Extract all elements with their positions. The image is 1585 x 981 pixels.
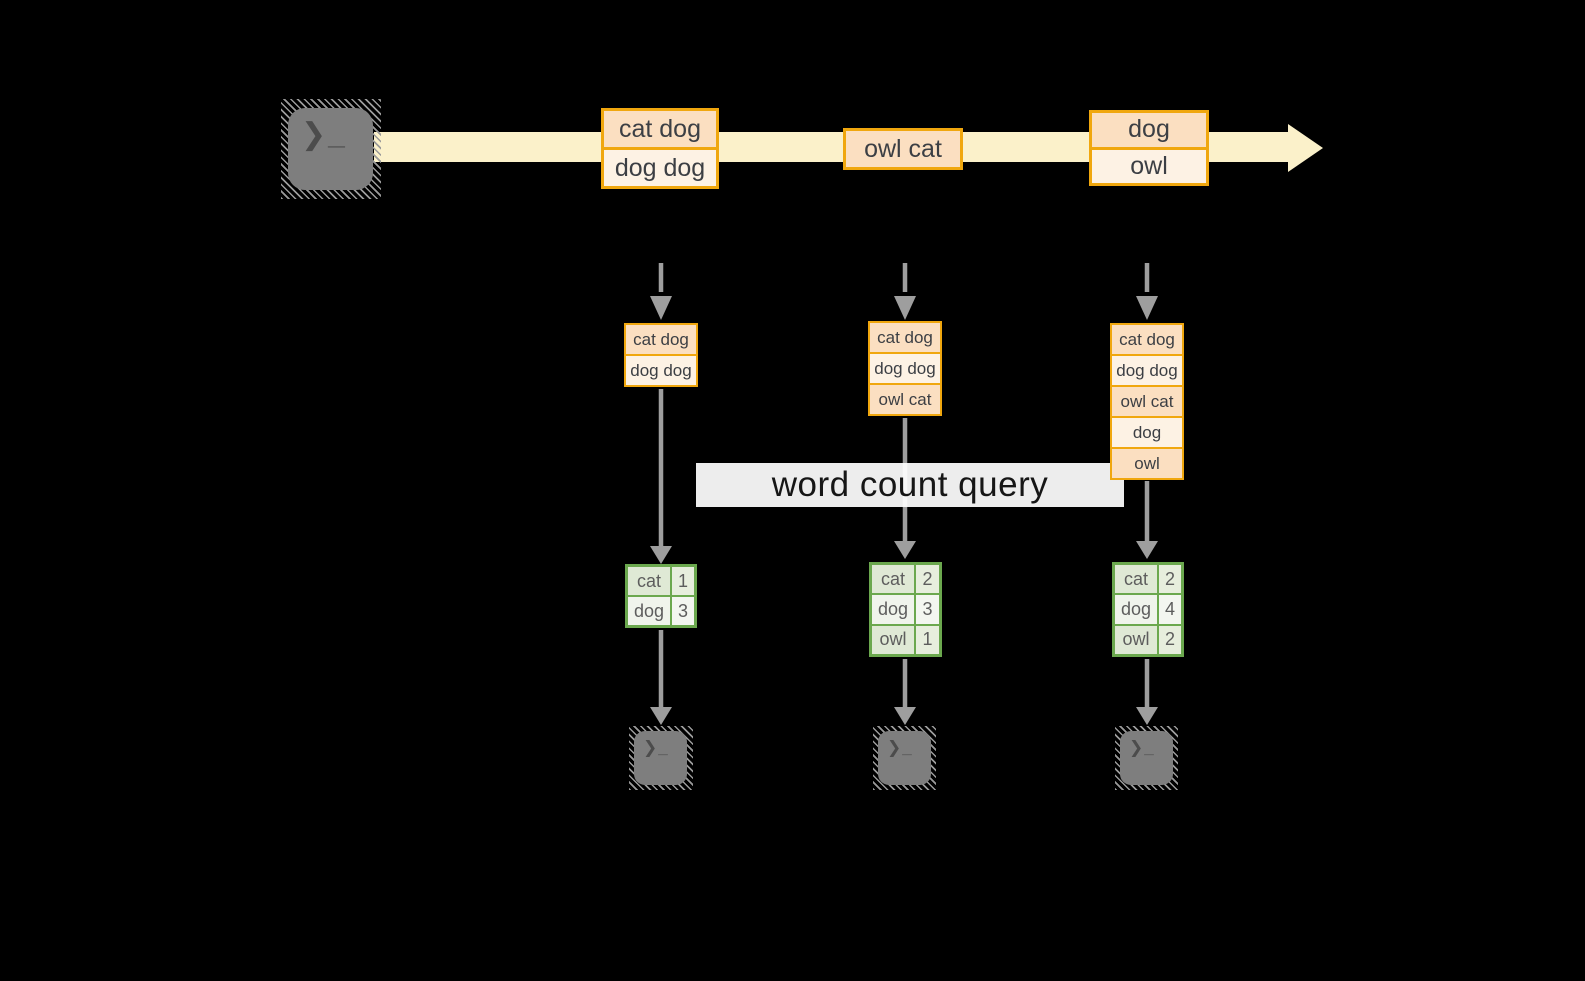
count-word: dog — [1115, 595, 1157, 624]
dashed-arrow-column-1 — [650, 263, 672, 320]
state-row: dog dog — [626, 354, 696, 385]
output-terminal-icon-2: ❯_ — [873, 726, 936, 790]
batch-record: dog — [1092, 113, 1206, 147]
count-word: dog — [872, 595, 914, 624]
dashed-arrow-column-3 — [1136, 263, 1158, 320]
stream-arrowhead-icon — [1288, 124, 1323, 172]
query-arrow-column-3 — [1136, 481, 1158, 559]
state-row: dog dog — [870, 352, 940, 383]
query-label: word count query — [696, 463, 1124, 507]
query-arrow-column-1 — [650, 389, 672, 564]
state-row: cat dog — [870, 323, 940, 352]
state-row: cat dog — [626, 325, 696, 354]
count-word: cat — [872, 565, 914, 594]
count-row: owl 1 — [872, 625, 939, 654]
count-value: 2 — [1159, 625, 1181, 654]
count-value: 4 — [1159, 595, 1181, 624]
count-table-2: cat 2 dog 3 owl 1 — [869, 562, 942, 657]
stream-batch-2: owl cat — [843, 128, 963, 170]
state-box-3: cat dog dog dog owl cat dog owl — [1110, 323, 1184, 480]
count-row: cat 2 — [1115, 565, 1181, 594]
output-arrow-column-1 — [650, 630, 672, 725]
batch-record: cat dog — [604, 111, 716, 147]
terminal-screen: ❯_ — [288, 108, 373, 190]
output-terminal-icon-3: ❯_ — [1115, 726, 1178, 790]
count-value: 1 — [916, 625, 939, 654]
state-row: dog dog — [1112, 354, 1182, 385]
count-value: 3 — [672, 597, 694, 625]
count-value: 2 — [1159, 565, 1181, 594]
terminal-screen: ❯_ — [878, 731, 931, 785]
terminal-prompt-icon: ❯_ — [1129, 738, 1155, 757]
state-box-2: cat dog dog dog owl cat — [868, 321, 942, 416]
count-word: cat — [628, 567, 670, 595]
output-arrow-column-3 — [1136, 659, 1158, 725]
terminal-prompt-icon: ❯_ — [643, 738, 669, 757]
state-box-1: cat dog dog dog — [624, 323, 698, 387]
count-row: cat 1 — [628, 567, 694, 595]
count-row: cat 2 — [872, 565, 939, 594]
terminal-prompt-icon: ❯_ — [887, 738, 913, 757]
state-row: owl cat — [1112, 385, 1182, 416]
output-terminal-icon-1: ❯_ — [629, 726, 693, 790]
terminal-screen: ❯_ — [634, 731, 687, 785]
count-value: 3 — [916, 595, 939, 624]
batch-record: owl cat — [846, 131, 960, 167]
stream-batch-3: dog owl — [1089, 110, 1209, 186]
dashed-arrow-column-2 — [894, 263, 916, 320]
state-row: cat dog — [1112, 325, 1182, 354]
state-row: owl — [1112, 447, 1182, 478]
batch-record: owl — [1092, 146, 1206, 183]
stream-batch-1: cat dog dog dog — [601, 108, 719, 189]
count-word: owl — [872, 625, 914, 654]
batch-record: dog dog — [604, 147, 716, 186]
state-row: owl cat — [870, 383, 940, 414]
terminal-prompt-icon: ❯_ — [301, 118, 347, 151]
count-value: 2 — [916, 565, 939, 594]
count-word: dog — [628, 597, 670, 625]
terminal-screen: ❯_ — [1120, 731, 1173, 785]
count-table-3: cat 2 dog 4 owl 2 — [1112, 562, 1184, 657]
count-value: 1 — [672, 567, 694, 595]
output-arrow-column-2 — [894, 659, 916, 725]
count-word: owl — [1115, 625, 1157, 654]
count-table-1: cat 1 dog 3 — [625, 564, 697, 628]
count-row: owl 2 — [1115, 625, 1181, 654]
count-row: dog 3 — [872, 595, 939, 624]
count-word: cat — [1115, 565, 1157, 594]
count-row: dog 4 — [1115, 595, 1181, 624]
source-terminal-icon: ❯_ — [281, 99, 381, 199]
count-row: dog 3 — [628, 597, 694, 625]
state-row: dog — [1112, 416, 1182, 447]
